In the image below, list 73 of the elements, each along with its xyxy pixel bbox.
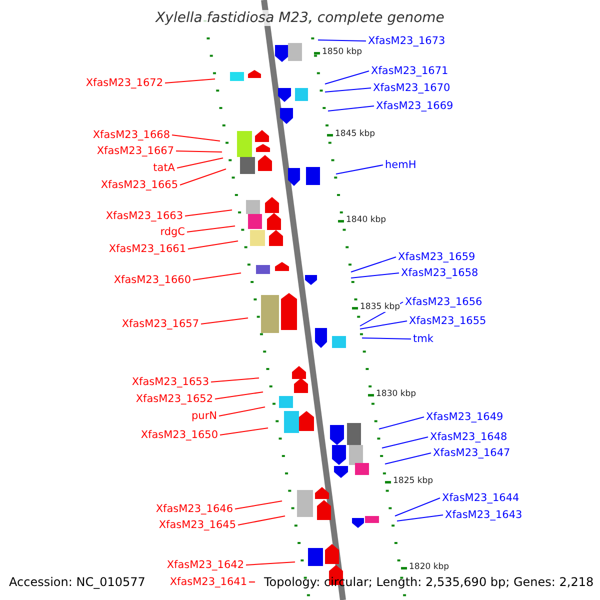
gene-label: XfasM23_1645	[158, 518, 236, 532]
leader-line	[382, 436, 428, 448]
gene-label: XfasM23_1658	[401, 266, 478, 280]
gene-label: tatA	[153, 161, 175, 175]
scale-label: 1825 kbp	[393, 476, 434, 486]
gene-label: XfasM23_1656	[405, 295, 482, 309]
gene-label: XfasM23_1660	[114, 273, 191, 287]
leader-line	[324, 88, 372, 92]
scale-label: 1820 kbp	[409, 562, 450, 572]
gene-label: XfasM23_1659	[398, 250, 476, 264]
gene-label: XfasM23_1661	[108, 242, 186, 256]
gene-label: XfasM23_1673	[368, 34, 446, 48]
gene-label: XfasM23_1663	[106, 209, 183, 223]
gene-label: XfasM23_1653	[132, 375, 209, 389]
gene-label: XfasM23_1669	[376, 99, 454, 113]
leader-line	[186, 226, 236, 232]
gene-label: XfasM23_1657	[122, 317, 199, 331]
gene-label: XfasM23_1655	[409, 314, 486, 328]
leader-line	[164, 78, 216, 84]
leader-line	[336, 164, 384, 174]
leader-line	[350, 256, 396, 272]
leader-line	[220, 428, 268, 436]
gene-label: rdgC	[160, 225, 185, 239]
gene-label: XfasM23_1646	[156, 502, 233, 516]
gene-label: XfasM23_1647	[433, 446, 510, 460]
leader-line	[210, 378, 260, 382]
gene-label: XfasM23_1652	[136, 392, 213, 406]
scale-label: 1850 kbp	[322, 47, 362, 57]
gene-label: XfasM23_1641	[170, 575, 247, 589]
gene-label: hemH	[385, 158, 416, 172]
gene-label: XfasM23_1670	[373, 81, 450, 95]
gene-label: XfasM23_1644	[442, 491, 520, 505]
gene-label: tmk	[413, 332, 434, 346]
leader-line	[384, 452, 432, 464]
gene-label: XfasM23_1672	[86, 76, 163, 90]
leader-line	[214, 392, 264, 400]
scale-label: 1840 kbp	[346, 215, 386, 225]
leader-line	[234, 500, 282, 510]
leader-line	[218, 406, 266, 416]
leader-line	[180, 168, 226, 186]
leader-line	[176, 158, 224, 168]
leader-line	[172, 134, 220, 142]
leader-line	[318, 40, 366, 42]
leader-line	[328, 106, 374, 112]
leader-line	[394, 498, 440, 516]
leader-line	[184, 210, 232, 216]
leader-line	[362, 338, 412, 340]
leader-line	[188, 240, 238, 250]
leader-line	[378, 416, 424, 430]
gene-label: XfasM23_1648	[430, 430, 508, 444]
leader-line	[396, 514, 444, 522]
gene-label: XfasM23_1643	[445, 508, 522, 522]
leader-line	[350, 272, 400, 278]
gene-label: XfasM23_1665	[100, 178, 178, 192]
scale-label: 1835 kbp	[360, 302, 400, 312]
gene-label: XfasM23_1649	[426, 410, 504, 424]
leader-line	[192, 272, 242, 280]
scale-label: 1830 kbp	[376, 389, 416, 399]
gene-label: XfasM23_1667	[96, 144, 174, 158]
leader-line	[238, 516, 286, 526]
leader-line	[360, 320, 408, 330]
accession-text: Accession: NC_010577	[9, 574, 146, 590]
leader-line	[176, 150, 222, 152]
gene-label: XfasM23_1650	[140, 428, 218, 442]
leader-line	[246, 562, 296, 566]
gene-label: XfasM23_1668	[92, 128, 170, 142]
leader-line	[200, 318, 248, 324]
diagram-title: Xylella fastidiosa M23, complete genome	[0, 8, 600, 28]
gene-label: XfasM23_1671	[371, 64, 448, 78]
gene-label: XfasM23_1642	[166, 558, 244, 572]
scale-label: 1845 kbp	[335, 129, 376, 139]
leader-line	[324, 70, 370, 84]
gene-label: purN	[192, 409, 217, 423]
